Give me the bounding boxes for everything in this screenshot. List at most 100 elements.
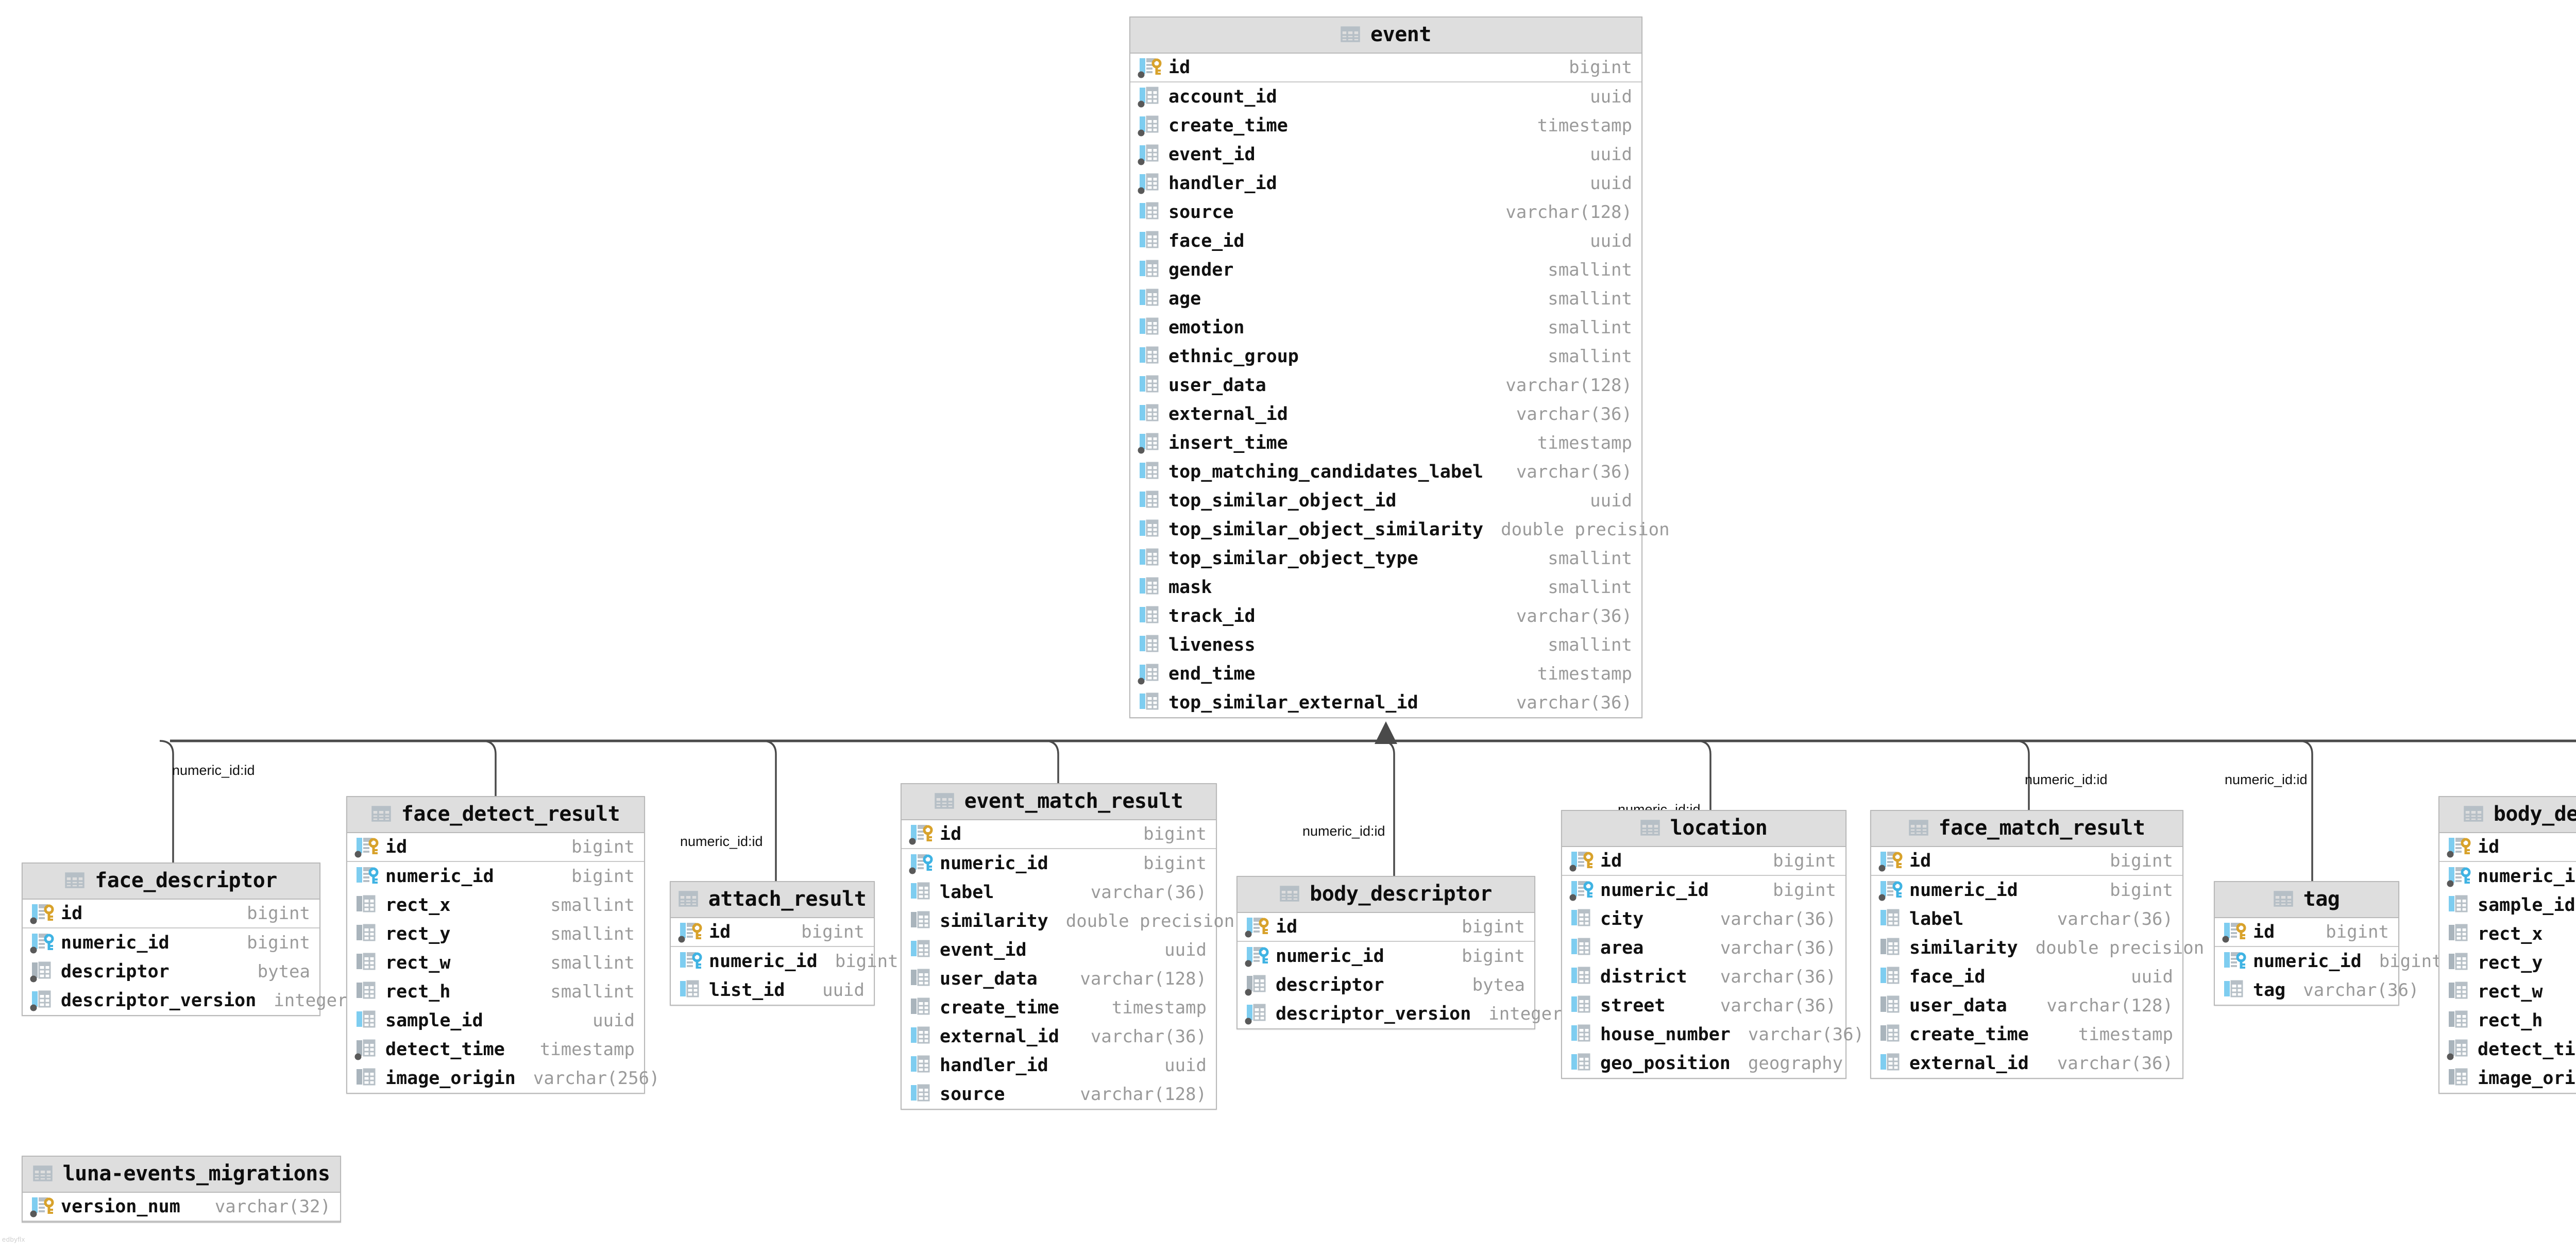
table-header[interactable]: event_match_result [902, 784, 1216, 820]
table-header[interactable]: attach_result [671, 882, 874, 918]
table-header[interactable]: tag [2215, 882, 2398, 918]
table-header[interactable]: face_match_result [1871, 811, 2182, 847]
table-header[interactable]: body_descriptor [1238, 877, 1534, 913]
table-card[interactable]: body_detect_resultidbigintnumeric_idbigi… [2438, 796, 2576, 1094]
table-header[interactable]: luna-events_migrations [23, 1157, 340, 1193]
table-header[interactable]: location [1562, 811, 1845, 847]
table-header[interactable]: face_detect_result [347, 797, 644, 833]
table-header[interactable]: event [1130, 18, 1641, 54]
table-header[interactable]: face_descriptor [23, 864, 319, 900]
table-header[interactable]: body_detect_result [2439, 797, 2576, 833]
